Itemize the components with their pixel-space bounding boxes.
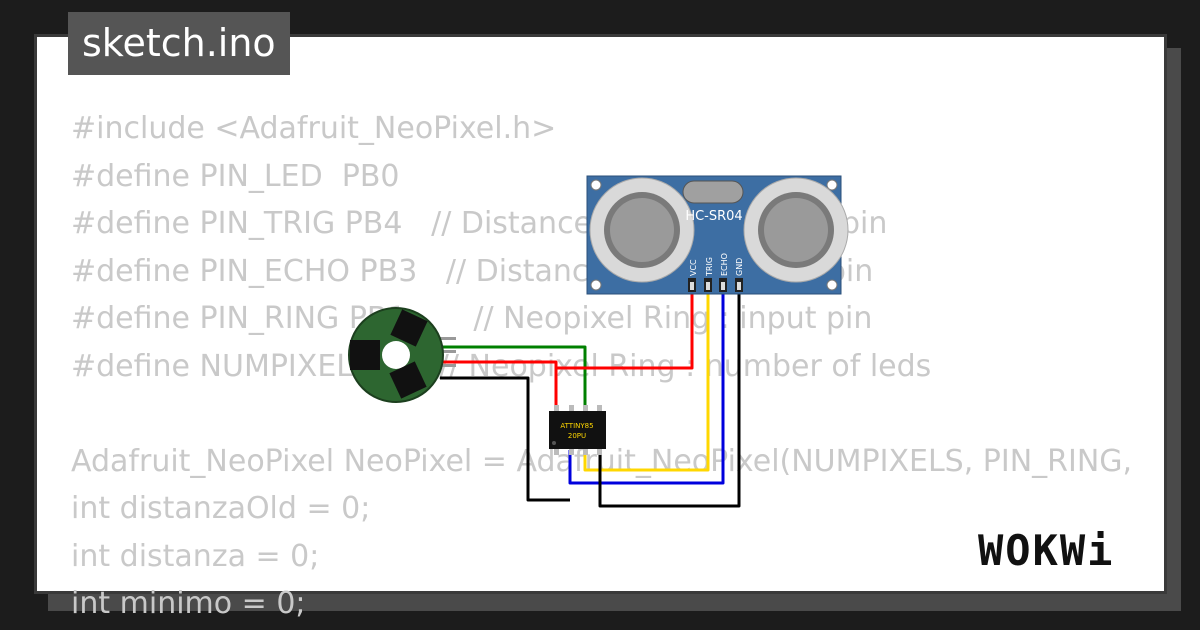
code-card: #include <Adafruit_NeoPixel.h> #define PI… (34, 34, 1167, 621)
code-line: Adafruit_NeoPixel NeoPixel = Adafruit_Ne… (71, 443, 1133, 479)
wire-yellow-trig (583, 292, 710, 472)
sensor-label: HC-SR04 (685, 209, 742, 224)
wire-red-vcc (554, 292, 694, 370)
pin-label-trig: TRIG (705, 257, 714, 277)
wire-green (440, 345, 587, 410)
chip-label-line2: 20PU (568, 432, 586, 440)
code-line: int distanza = 0; (71, 538, 320, 574)
code-line: #define PIN_LED PB0 (71, 158, 400, 194)
attiny85-chip: ATTINY85 20PU (549, 405, 606, 455)
code-line: #include <Adafruit_NeoPixel.h> (71, 111, 557, 146)
code-line: int distanzaOld = 0; (71, 491, 371, 526)
code-line: int minimo = 0; (71, 586, 306, 621)
pin-label-vcc: VCC (689, 259, 698, 276)
file-tab[interactable]: sketch.ino (68, 12, 290, 75)
chip-label-line1: ATTINY85 (560, 422, 593, 430)
wokwi-logo: WOKWi (978, 526, 1115, 575)
wire-blue-echo (568, 292, 725, 485)
wire-red-ring (440, 360, 558, 410)
wire-black-gnd (598, 292, 741, 508)
hc-sr04-sensor: HC-SR04 VCC TRIG ECHO GND (586, 175, 849, 295)
code-line: #define NUMPIXELS 8 // Neopixel Ring : n… (71, 348, 932, 384)
neopixel-ring (348, 307, 456, 403)
pin-label-echo: ECHO (720, 253, 729, 276)
pin-label-gnd: GND (735, 258, 744, 276)
code-listing: #include <Adafruit_NeoPixel.h> #define PI… (71, 105, 1132, 628)
